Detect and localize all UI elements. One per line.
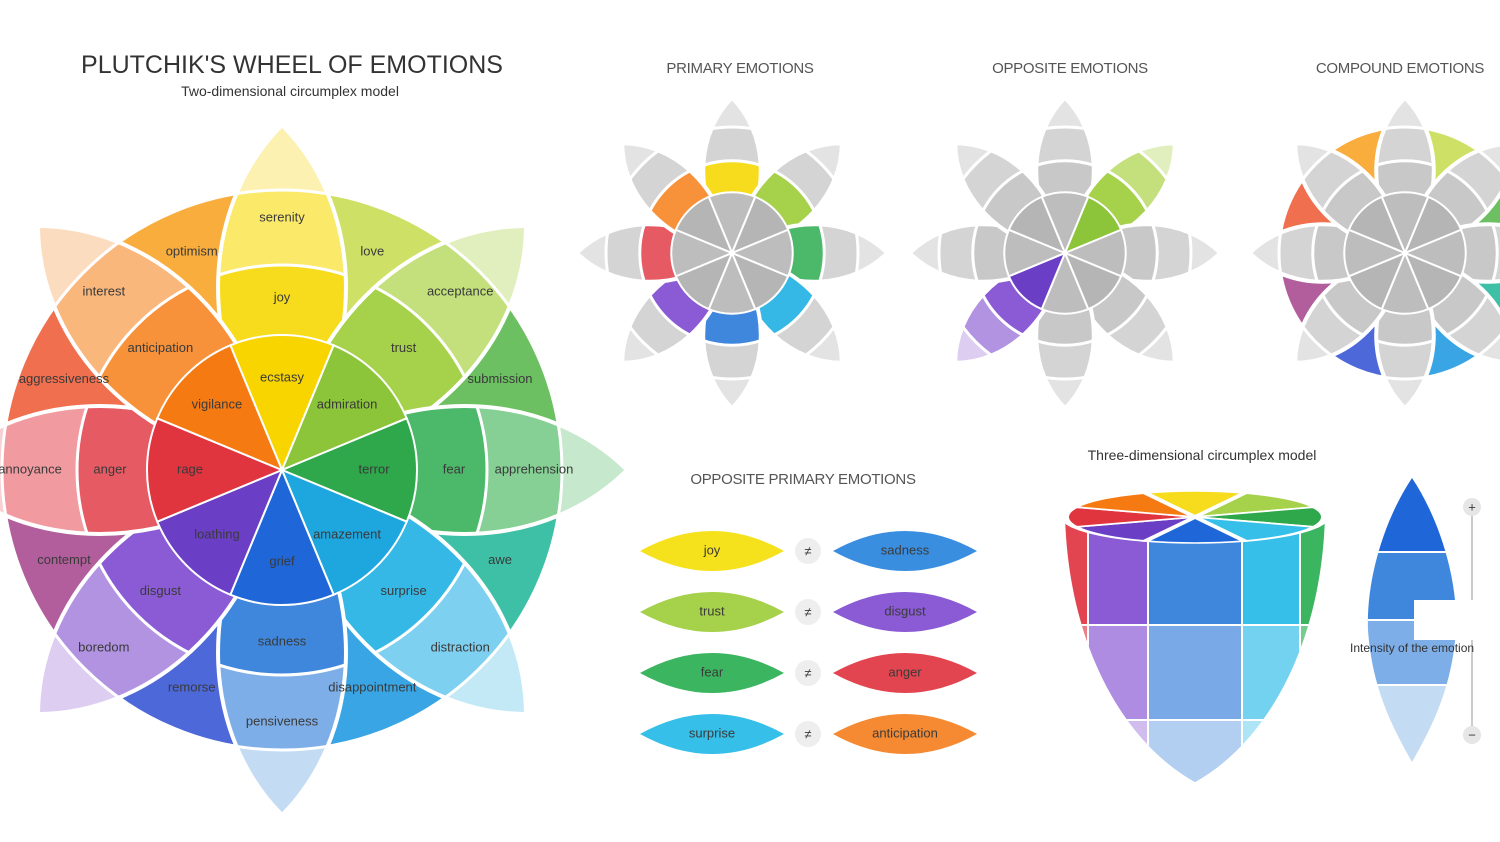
minus-icon: − [1468, 727, 1476, 742]
label-terror: terror [358, 461, 390, 476]
label-fear: fear [443, 461, 466, 476]
label-optimism: optimism [166, 243, 218, 258]
label-admiration: admiration [317, 396, 378, 411]
lens-surprise [640, 714, 784, 754]
not-equal-icon: ≠ [804, 604, 811, 619]
lens-anger [833, 653, 977, 693]
not-equal-icon: ≠ [804, 543, 811, 558]
not-equal-icon: ≠ [804, 726, 811, 741]
intense-segment-joy [229, 334, 335, 473]
label-anger: anger [93, 461, 127, 476]
pair-right-label: anger [888, 664, 922, 679]
label-aggressiveness: aggressiveness [19, 371, 110, 386]
label-love: love [360, 243, 384, 258]
label-serenity: serenity [259, 209, 305, 224]
label-contempt: contempt [37, 552, 91, 567]
intensity-label-box [1414, 600, 1500, 640]
intense-segment-anger [146, 417, 285, 523]
heading-opposite: OPPOSITE EMOTIONS [992, 60, 1148, 77]
heading-opposite-primary: OPPOSITE PRIMARY EMOTIONS [690, 471, 916, 488]
lens-disgust [833, 592, 977, 632]
main-subtitle: Two-dimensional circumplex model [181, 83, 399, 99]
not-equal-badge [795, 538, 821, 564]
label-loathing: loathing [194, 526, 240, 541]
label-vigilance: vigilance [192, 396, 243, 411]
intensity-label: Intensity of the emotion [1350, 641, 1474, 655]
intense-segment-sadness [229, 467, 335, 606]
intense-segment-anticipation [155, 343, 284, 472]
pair-left-label: surprise [689, 725, 735, 740]
pair-right-label: disgust [884, 603, 926, 618]
label-annoyance: annoyance [0, 461, 62, 476]
heading-primary: PRIMARY EMOTIONS [666, 60, 813, 77]
label-anticipation: anticipation [127, 340, 193, 355]
3d-cone-model [1061, 490, 1329, 782]
pair-left-label: trust [699, 603, 725, 618]
not-equal-badge [795, 721, 821, 747]
compound-emotions-wheel [1246, 94, 1500, 412]
intense-segment-anticipation [674, 195, 734, 255]
label-interest: interest [82, 283, 125, 298]
opposite-emotions-wheel [906, 94, 1224, 412]
intense-segment-trust [280, 343, 409, 472]
label-grief: grief [269, 553, 295, 568]
plus-badge [1463, 498, 1481, 516]
plus-icon: + [1468, 499, 1476, 514]
opposite-pair-row: joy sadness ≠ [640, 531, 977, 571]
not-equal-badge [795, 599, 821, 625]
label-awe: awe [488, 552, 512, 567]
label-ecstasy: ecstasy [260, 369, 305, 384]
main-title: PLUTCHIK'S WHEEL OF EMOTIONS [81, 51, 503, 79]
heading-compound: COMPOUND EMOTIONS [1316, 60, 1485, 77]
label-disappointment: disappointment [328, 679, 417, 694]
cone-top [1061, 490, 1329, 544]
opposite-pair-row: fear anger ≠ [640, 653, 977, 693]
lens-fear [640, 653, 784, 693]
main-emotion-wheel: ecstasy joy serenity admiration trust accepta… [0, 122, 630, 818]
lens-trust [640, 592, 784, 632]
intense-segment-anticipation [1347, 195, 1407, 255]
label-pensiveness: pensiveness [246, 713, 319, 728]
heading-3d-model: Three-dimensional circumplex model [1088, 447, 1317, 463]
label-trust: trust [391, 340, 417, 355]
intense-segment-fear [279, 417, 418, 523]
minus-badge [1463, 726, 1481, 744]
lens-anticipation [833, 714, 977, 754]
intense-segment-surprise [280, 468, 409, 597]
label-submission: submission [468, 371, 533, 386]
label-rage: rage [177, 461, 203, 476]
opposite-pair-row: surprise anticipation ≠ [640, 714, 977, 754]
lens-joy [640, 531, 784, 571]
cone-body [1065, 515, 1325, 782]
label-amazement: amazement [313, 526, 381, 541]
label-distraction: distraction [431, 640, 490, 655]
primary-emotions-wheel [573, 94, 891, 412]
lens-sadness [833, 531, 977, 571]
not-equal-icon: ≠ [804, 665, 811, 680]
intense-segment-anticipation [1007, 195, 1067, 255]
label-disgust: disgust [140, 583, 182, 598]
label-surprise: surprise [380, 583, 426, 598]
pair-left-label: joy [703, 542, 721, 557]
label-remorse: remorse [168, 679, 216, 694]
pair-right-label: sadness [881, 542, 930, 557]
pair-left-label: fear [701, 664, 724, 679]
intensity-scale: + − Intensity of the emotion [1350, 478, 1500, 762]
label-acceptance: acceptance [427, 283, 494, 298]
intense-segment-disgust [155, 468, 284, 597]
not-equal-badge [795, 660, 821, 686]
pair-right-label: anticipation [872, 725, 938, 740]
opposite-pair-row: trust disgust ≠ [640, 592, 977, 632]
label-joy: joy [273, 289, 291, 304]
label-boredom: boredom [78, 640, 129, 655]
label-sadness: sadness [258, 633, 307, 648]
label-apprehension: apprehension [495, 461, 574, 476]
